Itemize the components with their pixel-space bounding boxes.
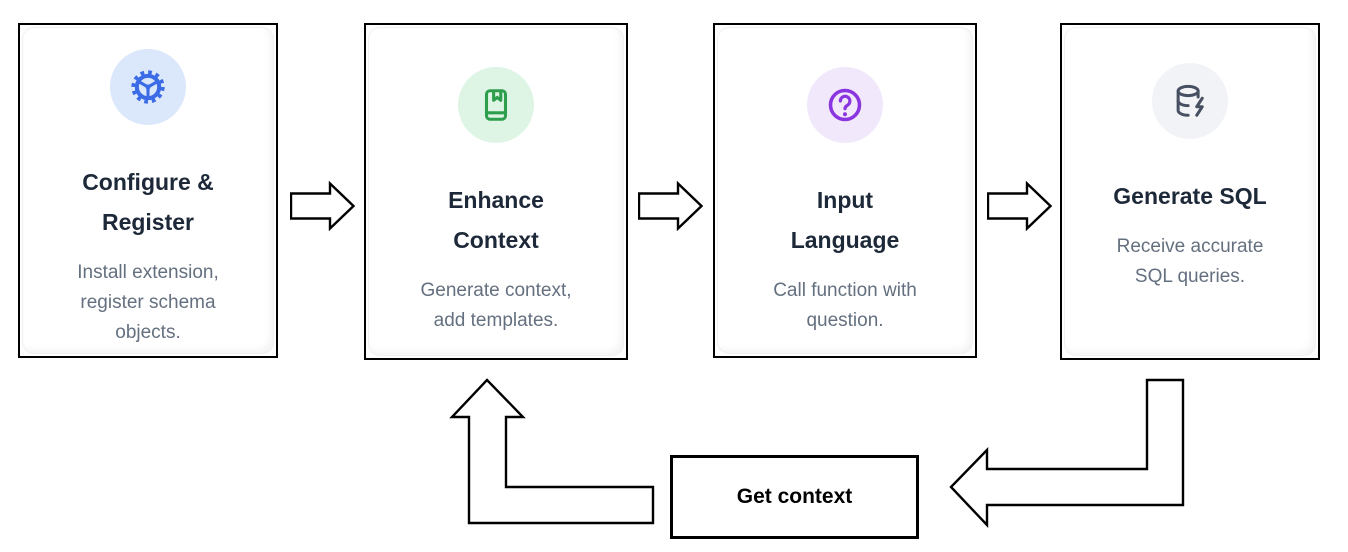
right-arrow-icon xyxy=(638,181,703,231)
card-title: Enhance Context xyxy=(448,187,544,253)
loop-arrow-up-icon xyxy=(449,378,655,525)
step-card-inner: Generate SQL Receive accurate SQL querie… xyxy=(1064,27,1316,356)
book-bookmark-icon xyxy=(484,89,508,121)
card-description: Install extension, register schema objec… xyxy=(77,262,219,343)
gear-icon xyxy=(131,70,165,104)
question-circle-icon xyxy=(828,88,862,122)
card-title: Generate SQL xyxy=(1113,183,1267,209)
database-lightning-icon xyxy=(1176,84,1204,117)
get-context-label: Get context xyxy=(736,485,853,508)
card-title: Input Language xyxy=(790,187,900,253)
icon-circle-purple xyxy=(807,67,883,143)
icon-circle-slate xyxy=(1152,63,1228,139)
right-arrow-icon xyxy=(290,181,355,231)
icon-circle-blue xyxy=(110,49,186,125)
step-card-input-language: Input Language Call function with questi… xyxy=(713,23,977,358)
icon-circle-green xyxy=(458,67,534,143)
card-description: Call function with question. xyxy=(773,280,917,331)
get-context-box: Get context xyxy=(670,455,919,539)
step-card-inner: Configure & Register Install extension, … xyxy=(22,27,274,354)
step-card-generate-sql: Generate SQL Receive accurate SQL querie… xyxy=(1060,23,1320,360)
step-card-enhance-context: Enhance Context Generate context, add te… xyxy=(364,23,628,360)
right-arrow-icon xyxy=(987,181,1052,231)
step-card-inner: Input Language Call function with questi… xyxy=(717,27,973,354)
card-title: Configure & Register xyxy=(82,169,214,235)
card-description: Generate context, add templates. xyxy=(420,280,572,331)
step-card-configure-register: Configure & Register Install extension, … xyxy=(18,23,278,358)
step-card-inner: Enhance Context Generate context, add te… xyxy=(368,27,624,356)
card-description: Receive accurate SQL queries. xyxy=(1116,236,1264,287)
loop-arrow-down-left-icon xyxy=(949,378,1185,528)
